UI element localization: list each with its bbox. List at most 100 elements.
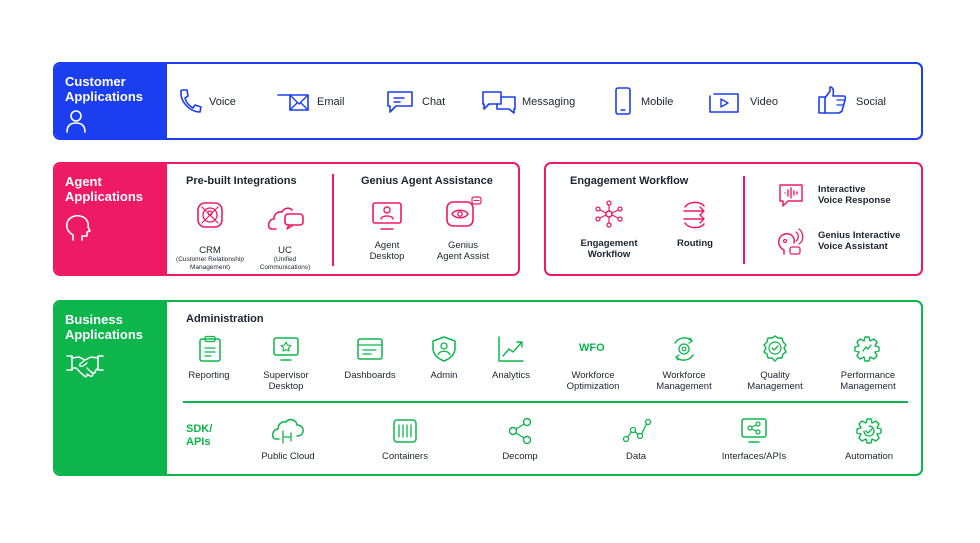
clipboard-icon: [198, 335, 222, 363]
genius-agent-assist-label-block: Genius Agent Assist: [426, 240, 500, 262]
wfo-text-icon: WFO: [579, 342, 605, 354]
engagement-workflow-line2: Workflow: [587, 249, 631, 260]
quality-line2: Management: [747, 381, 803, 392]
voice-wave-icon: [778, 183, 804, 209]
wfm-line2: Management: [656, 381, 712, 392]
channel-label-email: Email: [317, 96, 345, 108]
agent-desktop-line2: Desktop: [369, 251, 405, 262]
cloud-chat-icon: [267, 202, 305, 232]
crm-sub2: Management): [189, 264, 231, 271]
admin-shield-icon: [431, 335, 457, 363]
genius-ivr-line1: Genius Interactive: [818, 230, 901, 241]
wfm-line1: Workforce: [662, 370, 706, 381]
ivr-line1: Interactive: [818, 184, 866, 195]
network-icon: [595, 200, 623, 228]
sdk-label-decomp: Decomp: [502, 451, 538, 462]
engagement-workflow-line1: Engagement: [580, 238, 638, 249]
agent-applications-header: Agent Applications: [55, 164, 167, 274]
quality-badge-icon: [761, 334, 789, 364]
voice-assistant-icon: [776, 228, 806, 256]
messaging-icon: [481, 90, 517, 114]
uc-label-block: UC (Unified Communications): [247, 246, 323, 272]
sdk-apis-title: SDK/ APIs: [186, 423, 212, 449]
channel-label-messaging: Messaging: [522, 96, 576, 108]
genius-agent-assist-line1: Genius: [447, 240, 479, 251]
admin-label-performance: Performance Management: [829, 370, 907, 392]
agent-desktop-label-block: Agent Desktop: [352, 240, 422, 262]
analytics-chart-icon: [497, 335, 525, 363]
quality-line1: Quality: [760, 370, 790, 381]
agent-desktop-line1: Agent: [374, 240, 400, 251]
customer-applications-header: Customer Applications: [55, 64, 167, 138]
dashboard-icon: [356, 337, 384, 361]
crm-label-block: CRM (Customer Relationship Management): [170, 246, 250, 272]
customer-applications-panel: Customer Applications Voice Email Chat M…: [53, 62, 923, 140]
performance-line1: Performance: [840, 370, 896, 381]
admin-label-wfo: Workforce Optimization: [555, 370, 631, 392]
head-icon: [65, 214, 91, 242]
administration-title: Administration: [186, 313, 264, 325]
prebuilt-integrations-title: Pre-built Integrations: [186, 175, 297, 187]
wfo-line1: Workforce: [571, 370, 615, 381]
channel-label-video: Video: [750, 96, 778, 108]
genius-agent-assist-line2: Agent Assist: [436, 251, 490, 262]
api-monitor-icon: [740, 417, 768, 445]
mobile-icon: [614, 86, 632, 116]
dashboards-line1: Dashboards: [344, 370, 396, 381]
performance-gear-icon: [853, 335, 881, 363]
business-title-line2: Applications: [65, 327, 144, 342]
routing-label-block: Routing: [660, 238, 730, 249]
sdk-label-automation: Automation: [844, 451, 894, 462]
admin-label-quality: Quality Management: [737, 370, 813, 392]
engagement-workflow-panel: Engagement Workflow Engagement Workflow …: [544, 162, 923, 276]
admin-label-supervisor: Supervisor Desktop: [251, 370, 321, 392]
gear-cycle-icon: [670, 335, 698, 363]
video-icon: [708, 92, 740, 114]
uc-sub2: Communications): [259, 264, 311, 271]
engagement-workflow-title: Engagement Workflow: [570, 175, 689, 187]
sdk-label-data: Data: [625, 451, 647, 462]
wfo-line2: Optimization: [566, 381, 620, 392]
business-applications-panel: Business Applications Administration WFO…: [53, 300, 923, 476]
automation-gear-icon: [855, 417, 883, 445]
engagement-divider: [743, 176, 745, 264]
admin-label-wfm: Workforce Management: [646, 370, 722, 392]
routing-line1: Routing: [677, 238, 713, 249]
supervisor-line1: Supervisor: [263, 370, 309, 381]
thumbs-up-icon: [817, 85, 847, 115]
email-icon: [276, 92, 310, 112]
business-divider: [183, 401, 908, 403]
eye-assist-icon: [445, 196, 483, 230]
supervisor-line2: Desktop: [268, 381, 304, 392]
crm-label: CRM: [199, 245, 221, 256]
chat-icon: [386, 90, 414, 114]
uc-label: UC: [278, 245, 292, 256]
analytics-line1: Analytics: [491, 370, 530, 381]
ivr-line2: Voice Response: [818, 195, 891, 206]
genius-ivr-line2: Voice Assistant: [818, 241, 888, 252]
business-title-line1: Business: [65, 312, 123, 327]
business-applications-header: Business Applications: [55, 302, 167, 474]
sdk-label-interfaces: Interfaces/APIs: [721, 451, 787, 462]
channel-label-chat: Chat: [422, 96, 446, 108]
agent-title-line1: Agent: [65, 174, 102, 189]
data-line-icon: [622, 417, 652, 445]
admin-label-admin: Admin: [414, 370, 474, 381]
genius-ivr-label-block: Genius Interactive Voice Assistant: [818, 230, 900, 252]
sdk-title-line2: APIs: [186, 436, 211, 448]
customer-title-line1: Customer: [65, 74, 126, 89]
container-icon: [392, 417, 418, 445]
performance-line2: Management: [840, 381, 896, 392]
genius-agent-assistance-title: Genius Agent Assistance: [361, 175, 493, 187]
customer-title-line2: Applications: [65, 89, 144, 104]
sdk-title-line1: SDK/: [186, 423, 213, 435]
phone-icon: [178, 88, 202, 114]
crm-sub1: (Customer Relationship: [176, 256, 244, 263]
agent-title-line2: Applications: [65, 189, 144, 204]
person-icon: [65, 109, 87, 133]
cloud-icon: [271, 417, 305, 445]
agent-section-divider: [332, 174, 334, 266]
channel-label-mobile: Mobile: [641, 96, 674, 108]
admin-line1: Admin: [430, 370, 458, 381]
reporting-line1: Reporting: [188, 370, 230, 381]
